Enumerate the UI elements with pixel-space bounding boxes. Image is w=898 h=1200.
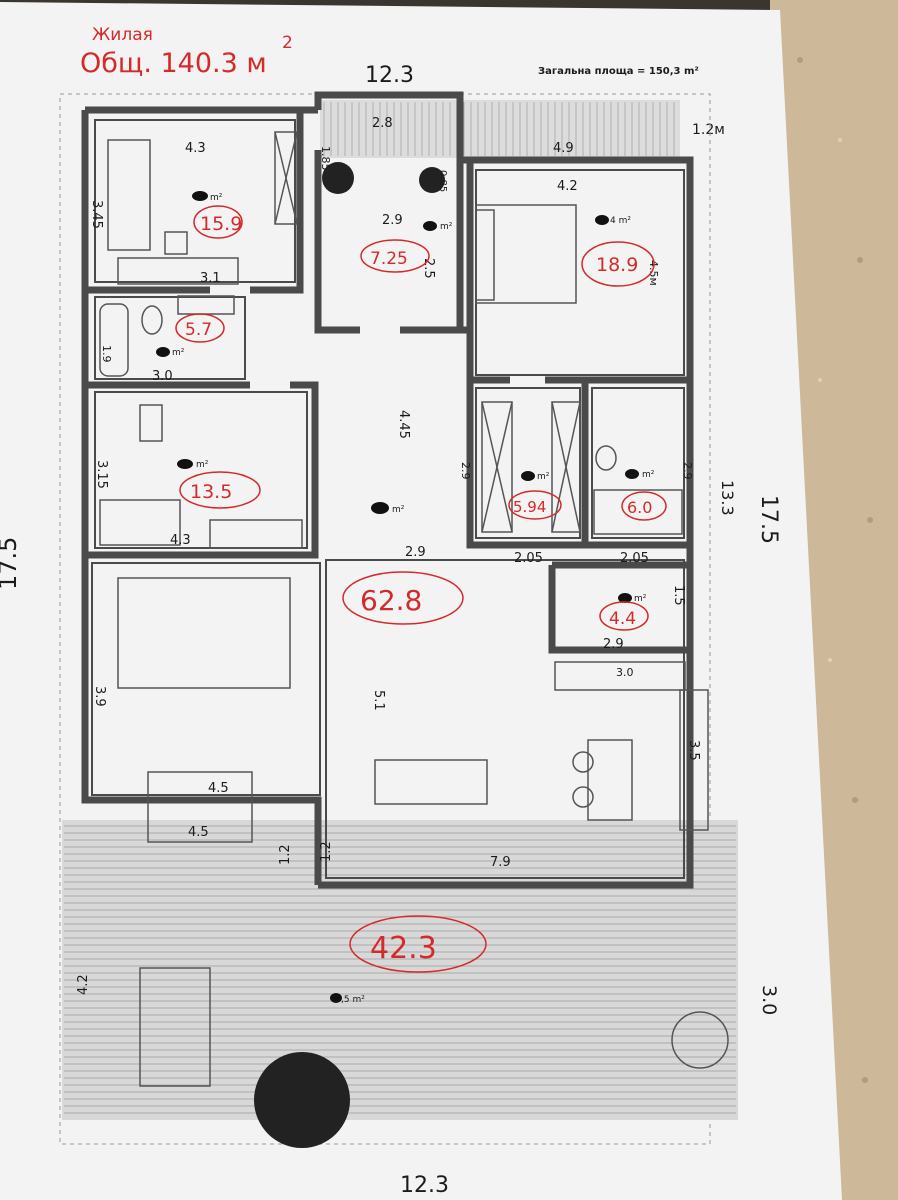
inner-lines [91,119,685,879]
dim: 4.5м [647,260,660,286]
printed-unit: ,5 m² [341,995,365,1005]
dim: 0.85 [437,170,448,192]
dim: 4.5 [208,781,229,796]
dim: 2.9 [603,637,624,652]
room-area-labels: 15.9 7.25 18.9 5.7 13.5 5.94 6.0 62.8 4.… [175,205,667,973]
dim: 2.9 [382,213,403,228]
dim: 1.2 [278,844,293,865]
dim-right-height: 17.5 [756,495,781,544]
printed-unit: m² [196,460,209,470]
area-label: 62.8 [360,584,422,617]
dim: 2.9 [681,462,694,480]
printed-unit: m² [634,594,647,604]
furniture [99,131,729,1087]
dim: 3.9 [92,686,107,707]
printed-unit: m² [537,472,550,482]
dim: 3.15 [94,460,109,489]
plant-icon [322,162,445,194]
area-label: 18.9 [596,254,638,276]
dim-left-height: 17.5 [0,537,22,590]
dashed-outline [59,93,711,1145]
room-dimensions: 4.3 3.45 3.1 2.9 2.5 4.2 4.5м 4.9 1.9 3.… [76,116,701,995]
dim: 3.0 [616,666,634,679]
dim: 3.45 [89,200,104,229]
dim-right-mid: 13.3 [718,480,737,516]
area-label: 6.0 [627,498,652,517]
dim: 3.1 [200,271,221,286]
dim: 4.2 [557,179,578,194]
dim: 4.3 [170,533,191,548]
balcony-floor [320,100,680,158]
dim: 2.05 [514,551,543,566]
printed-unit: m² [642,470,655,480]
area-label: 13.5 [190,481,232,503]
area-label: 5.94 [513,498,546,516]
dim-top-width: 12.3 [365,63,414,88]
dim: 2.5 [421,258,436,279]
area-label: 15.9 [200,213,242,235]
dark-smudge [254,1052,350,1148]
dim: 1.5 [671,585,686,606]
dim-bottom-width: 12.3 [400,1173,449,1198]
dim: 4.5 [188,825,209,840]
total-area-handwritten: Общ. 140.3 м [80,48,267,79]
printed-unit: m² [392,505,405,515]
printed-unit: m² [172,348,185,358]
dim: 7.9 [490,855,511,870]
printed-unit: m² [210,193,223,203]
total-area-superscript: 2 [282,33,293,53]
dim: 5.1 [371,690,386,711]
printed-unit: m² [440,222,453,232]
dim: 2.9 [405,545,426,560]
printed-area-markers: m² m² 4 m² m² m² m² m² m² m² ,5 m² [156,191,655,1005]
dim: 4.2 [76,974,91,995]
dim: 4.45 [396,410,411,439]
area-label: 7.25 [370,249,408,269]
printed-unit: 4 m² [610,216,631,226]
dim: 1.85 [319,146,332,171]
dim-right-lower: 3.0 [758,985,780,1015]
dim: 3.5 [686,740,701,761]
area-label: 4.4 [609,609,636,629]
dim: 4.9 [553,141,574,156]
dim: 1.9 [100,345,113,363]
dim: 1.2 [319,841,334,862]
printed-total-area: Загальна площа = 150,3 m² [538,66,699,77]
dim: 4.3 [185,141,206,156]
note-label: Жилая [92,25,153,45]
dim-top-right-small: 1.2м [692,122,725,138]
area-label: 5.7 [185,320,212,340]
dim: 2.8 [372,116,393,131]
terrace-floor [62,820,738,1120]
dim: 2.05 [620,551,649,566]
walls [81,91,694,889]
area-label: 42.3 [370,931,437,966]
dim: 3.0 [152,369,173,384]
dim: 2.9 [459,462,472,480]
